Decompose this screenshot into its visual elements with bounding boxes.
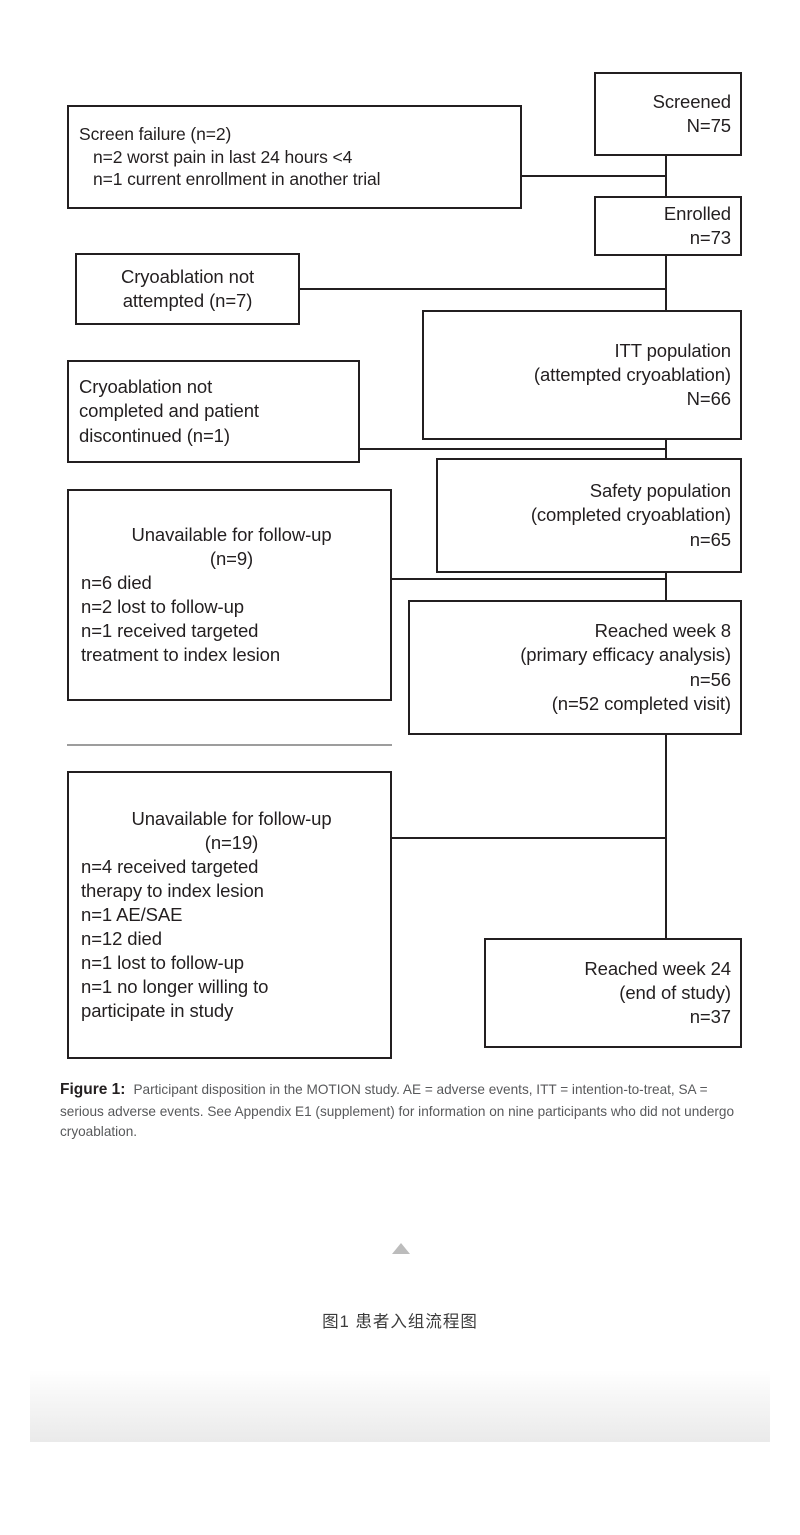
figure-caption: Figure 1:Participant disposition in the … [60, 1078, 748, 1143]
figure-caption-text: Participant disposition in the MOTION st… [60, 1082, 735, 1140]
unavailable19-line8: n=1 no longer willing to [81, 976, 269, 998]
node-cryoablation-not-attempted[interactable]: Cryoablation not attempted (n=7) [75, 253, 300, 325]
unavailable9-line4: n=2 lost to follow-up [81, 596, 244, 617]
node-week24-line1: Reached week 24 [584, 957, 731, 979]
unavailable19-line2: (n=19) [204, 831, 259, 853]
unavailable9-line6: treatment to index lesion [81, 644, 281, 666]
unavailable19-line7: n=1 lost to follow-up [81, 952, 244, 974]
node-cryoablation-not-completed[interactable]: Cryoablation not completed and patient d… [67, 360, 360, 463]
node-week8-line4: (n=52 completed visit) [551, 692, 731, 714]
node-reached-week-24[interactable]: Reached week 24 (end of study) n=37 [484, 938, 742, 1048]
screen-failure-line1: Screen failure (n=2) [79, 123, 232, 144]
unavailable19-line6: n=12 died [81, 928, 162, 950]
node-screened-line2: N=75 [686, 115, 731, 136]
figure-label: Figure 1: [60, 1081, 126, 1098]
node-enrolled[interactable]: Enrolled n=73 [594, 196, 742, 256]
unavailable19-line4: therapy to index lesion [81, 879, 264, 901]
node-enrolled-line1: Enrolled [663, 202, 731, 224]
node-unavailable-follow-up-9[interactable]: Unavailable for follow-up (n=9) n=6 died… [67, 489, 392, 701]
node-itt-line3: N=66 [686, 388, 731, 410]
not-completed-line1: Cryoablation not [79, 376, 213, 398]
unavailable9-line2: (n=9) [209, 547, 254, 569]
not-completed-line3: discontinued (n=1) [79, 424, 230, 446]
node-safety-population[interactable]: Safety population (completed cryoablatio… [436, 458, 742, 573]
node-safety-line2: (completed cryoablation) [530, 504, 731, 526]
node-reached-week-8[interactable]: Reached week 8 (primary efficacy analysi… [408, 600, 742, 735]
unavailable19-line5: n=1 AE/SAE [81, 903, 183, 925]
node-screen-failure[interactable]: Screen failure (n=2) n=2 worst pain in l… [67, 105, 522, 209]
node-itt-line2: (attempted cryoablation) [533, 363, 731, 385]
unavailable19-line3: n=4 received targeted [81, 855, 259, 877]
unavailable19-line9: participate in study [81, 1000, 234, 1022]
footer-gradient-band [30, 1370, 770, 1442]
chevron-up-icon[interactable] [392, 1243, 410, 1254]
unavailable9-line3: n=6 died [81, 571, 152, 593]
unavailable19-line1: Unavailable for follow-up [131, 807, 332, 829]
not-attempted-line1: Cryoablation not [120, 265, 255, 287]
node-enrolled-line2: n=73 [689, 227, 731, 248]
node-week24-line3: n=37 [689, 1006, 731, 1028]
node-screened[interactable]: Screened N=75 [594, 72, 742, 156]
node-safety-line3: n=65 [689, 528, 731, 550]
not-completed-line2: completed and patient [79, 400, 259, 422]
node-week8-line2: (primary efficacy analysis) [520, 644, 731, 666]
not-attempted-line2: attempted (n=7) [122, 290, 253, 311]
unavailable9-line5: n=1 received targeted [81, 620, 259, 642]
node-itt-population[interactable]: ITT population (attempted cryoablation) … [422, 310, 742, 440]
node-week8-line1: Reached week 8 [594, 620, 732, 642]
node-screened-line1: Screened [652, 90, 732, 112]
node-itt-line1: ITT population [614, 339, 731, 361]
node-week24-line2: (end of study) [619, 981, 731, 1003]
node-week8-line3: n=56 [689, 668, 731, 690]
node-unavailable-follow-up-19[interactable]: Unavailable for follow-up (n=19) n=4 rec… [67, 771, 392, 1059]
unavailable9-line1: Unavailable for follow-up [131, 523, 332, 545]
screen-failure-line2: n=2 worst pain in last 24 hours <4 [93, 146, 353, 167]
screen-failure-line3: n=1 current enrollment in another trial [93, 169, 381, 190]
flow-diagram: Screened N=75 Enrolled n=73 ITT populati… [67, 72, 742, 1059]
node-safety-line1: Safety population [589, 480, 731, 502]
chinese-caption: 图1 患者入组流程图 [322, 1313, 478, 1331]
